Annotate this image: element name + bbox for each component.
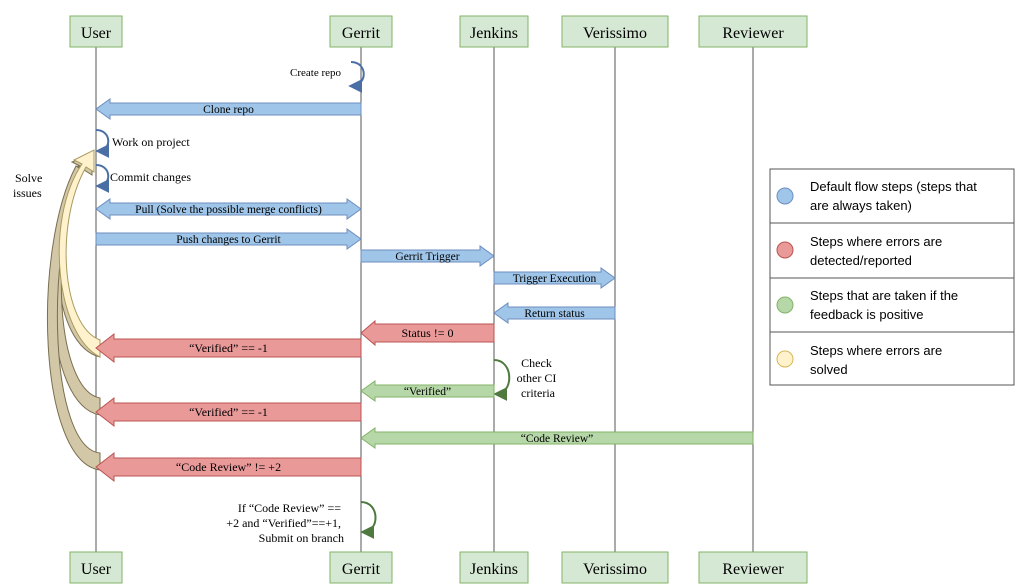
svg-text:Steps that are taken if the: Steps that are taken if the feedback is …	[810, 288, 962, 322]
message-arrow-pull	[95, 198, 362, 220]
actor-verissimo-label: Verissimo	[583, 25, 647, 42]
message-pull[interactable]: Pull (Solve the possible merge conflicts…	[95, 198, 362, 220]
actor-jenkins-label: Jenkins	[470, 25, 518, 42]
actor-jenkins-label: Jenkins	[470, 561, 518, 578]
actor-jenkins-top[interactable]: Jenkins	[459, 15, 529, 48]
message-arrow-return-status	[493, 302, 616, 324]
actor-reviewer-label: Reviewer	[722, 25, 784, 42]
actor-user-label: User	[81, 561, 112, 578]
message-status-ne-0[interactable]: Status != 0	[360, 319, 495, 347]
legend-swatch-red	[776, 241, 794, 259]
self-step-commit-changes: Commit changes	[95, 164, 191, 193]
legend-swatch-yellow	[776, 350, 794, 368]
message-gerrit-trigger[interactable]: Gerrit Trigger	[360, 245, 495, 267]
message-push[interactable]: Push changes to Gerrit	[95, 228, 362, 250]
message-label-return-status: Return status	[524, 308, 585, 320]
self-step-submit: If “Code Review” == +2 and “Verified”==+…	[226, 501, 377, 545]
message-label-clone-repo: Clone repo	[203, 104, 254, 116]
message-arrow-gerrit-trigger	[360, 245, 495, 267]
actor-gerrit-top[interactable]: Gerrit	[329, 15, 393, 48]
message-clone-repo[interactable]: Clone repo	[95, 98, 362, 120]
actors-top: User Gerrit Jenkins Verissimo Reviewer	[69, 15, 808, 48]
message-arrow-clone-repo	[95, 98, 362, 120]
message-label-pull: Pull (Solve the possible merge conflicts…	[135, 204, 322, 216]
message-trigger-execution[interactable]: Trigger Execution	[493, 267, 616, 289]
message-verified[interactable]: “Verified”	[360, 380, 495, 402]
svg-text:Steps where errors are: Steps where errors are detected/reported	[810, 234, 946, 268]
check-ci-label: Check other CI criteria	[517, 356, 560, 400]
legend-item-green: Steps that are taken if the feedback is …	[776, 288, 962, 322]
message-arrow-verified	[360, 380, 495, 402]
message-arrow-status-ne-0	[360, 319, 495, 347]
self-step-check-ci: Check other CI criteria	[493, 356, 560, 401]
message-code-review[interactable]: “Code Review”	[360, 427, 754, 449]
message-label-code-review: “Code Review”	[521, 433, 594, 445]
self-step-create-repo: Create repo	[290, 61, 365, 93]
actor-user-bottom[interactable]: User	[69, 551, 123, 584]
message-arrow-code-review-ne-2	[95, 451, 362, 483]
message-verified-m1-b[interactable]: “Verified” == -1	[95, 396, 362, 428]
actor-verissimo-bottom[interactable]: Verissimo	[561, 551, 669, 584]
commit-changes-label: Commit changes	[110, 170, 191, 184]
actor-user-top[interactable]: User	[69, 15, 123, 48]
actor-gerrit-label: Gerrit	[342, 561, 381, 578]
message-label-verified-m1-b: “Verified” == -1	[189, 405, 268, 419]
submit-label: If “Code Review” == +2 and “Verified”==+…	[226, 501, 344, 545]
message-code-review-ne-2[interactable]: “Code Review” != +2	[95, 451, 362, 483]
message-arrow-code-review	[360, 427, 754, 449]
actor-reviewer-bottom[interactable]: Reviewer	[698, 551, 808, 584]
svg-text:Default flow steps (steps that: Default flow steps (steps that are alway…	[810, 179, 981, 213]
legend-item-red: Steps where errors are detected/reported	[776, 234, 946, 268]
actor-verissimo-top[interactable]: Verissimo	[561, 15, 669, 48]
legend-box	[769, 168, 1015, 386]
actor-user-label: User	[81, 25, 112, 42]
legend-swatch-green	[776, 296, 794, 314]
work-on-project-label: Work on project	[112, 135, 190, 149]
solve-issues-arrows	[47, 149, 101, 471]
message-label-status-ne-0: Status != 0	[401, 326, 453, 340]
message-label-push: Push changes to Gerrit	[176, 234, 281, 246]
actors-bottom: User Gerrit Jenkins Verissimo Reviewer	[69, 551, 808, 584]
create-repo-label: Create repo	[290, 67, 341, 79]
actor-gerrit-label: Gerrit	[342, 25, 381, 42]
solve-issues-label: Solve issues	[13, 171, 45, 200]
actor-reviewer-top[interactable]: Reviewer	[698, 15, 808, 48]
message-verified-m1-a[interactable]: “Verified” == -1	[95, 332, 362, 364]
message-label-verified: “Verified”	[404, 386, 451, 398]
message-return-status[interactable]: Return status	[493, 302, 616, 324]
legend-item-blue: Default flow steps (steps that are alway…	[776, 179, 981, 213]
actor-gerrit-bottom[interactable]: Gerrit	[329, 551, 393, 584]
actor-verissimo-label: Verissimo	[583, 561, 647, 578]
actor-jenkins-bottom[interactable]: Jenkins	[459, 551, 529, 584]
message-arrow-verified-m1-b	[95, 396, 362, 428]
message-arrow-trigger-execution	[493, 267, 616, 289]
message-label-trigger-execution: Trigger Execution	[513, 273, 597, 285]
message-arrow-verified-m1-a	[95, 332, 362, 364]
message-arrow-push	[95, 228, 362, 250]
legend-item-yellow: Steps where errors are solved	[776, 343, 946, 377]
svg-text:Steps where errors are: Steps where errors are solved	[810, 343, 946, 377]
self-step-work-on-project: Work on project	[95, 129, 190, 158]
legend-swatch-blue	[776, 187, 794, 205]
solve-arrow-yellow	[58, 149, 101, 358]
message-label-verified-m1-a: “Verified” == -1	[189, 341, 268, 355]
actor-reviewer-label: Reviewer	[722, 561, 784, 578]
message-label-code-review-ne-2: “Code Review” != +2	[176, 460, 281, 474]
message-label-gerrit-trigger: Gerrit Trigger	[395, 251, 459, 263]
legend: Default flow steps (steps that are alway…	[769, 168, 1015, 386]
